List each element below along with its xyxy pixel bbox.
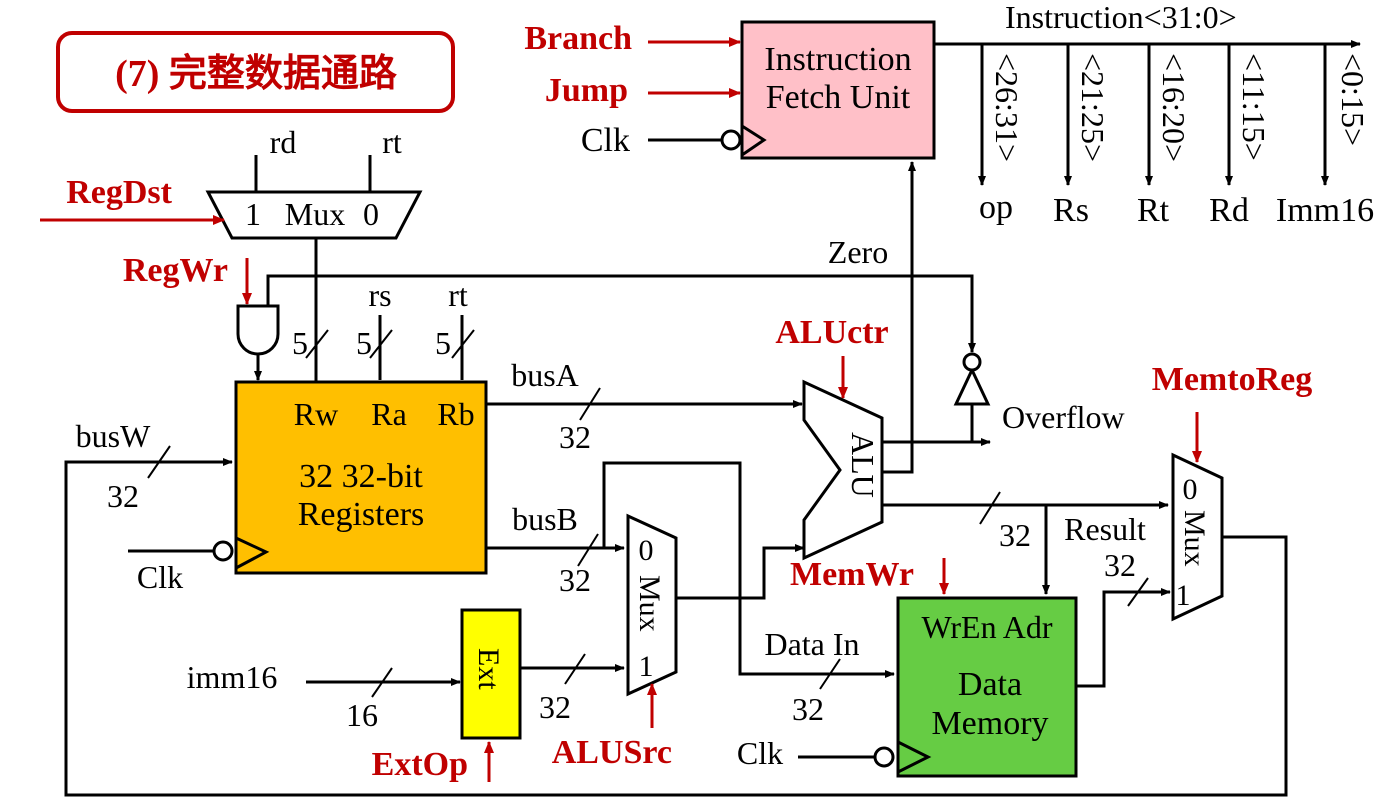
busb-label: busB — [512, 501, 578, 537]
busa-wire: busA 32 — [486, 357, 803, 455]
alu-label: ALU — [845, 432, 881, 498]
instruction-fetch-unit: Instruction Fetch Unit Clk — [581, 20, 936, 160]
ext-label: Ext — [472, 648, 505, 690]
regwr-signal: RegWr — [123, 252, 228, 289]
svg-text:0: 0 — [363, 196, 379, 232]
regfile-line2: Registers — [298, 496, 425, 533]
busw-width: 32 — [107, 478, 139, 514]
dmem-line1: Data — [958, 666, 1022, 703]
data-memory: WrEn Adr Data Memory Clk — [737, 596, 1078, 778]
ext-out-width: 32 — [539, 689, 571, 725]
regfile-rw: Rw — [294, 396, 338, 432]
jump-signal: Jump — [545, 72, 628, 109]
busa-width: 32 — [559, 419, 591, 455]
svg-text:1: 1 — [245, 196, 261, 232]
result-width: 32 — [999, 517, 1031, 553]
dmem-clock-triangle — [897, 740, 932, 774]
overflow-label: Overflow — [1002, 399, 1125, 435]
result-wire: 32 Result — [882, 491, 1169, 595]
result-label: Result — [1064, 511, 1146, 547]
busw-label: busW — [76, 418, 151, 454]
svg-text:1: 1 — [1176, 579, 1191, 612]
busw-wire: busW 32 — [64, 418, 1288, 797]
svg-text:5: 5 — [356, 325, 372, 361]
title-text: (7) 完整数据通路 — [115, 52, 398, 95]
regfile-rb: Rb — [437, 396, 474, 432]
regfile-clk-label: Clk — [137, 559, 183, 595]
instruction-bus-label: Instruction<31:0> — [1005, 0, 1237, 35]
rt-label-regfile: rt — [448, 277, 468, 313]
ext-unit: Ext imm16 16 32 — [187, 608, 625, 740]
ifu-clk-label: Clk — [581, 122, 630, 159]
dmem-ports: WrEn Adr — [921, 609, 1052, 645]
alusrc-signal: ALUSrc — [552, 734, 672, 771]
page-title: (7) 完整数据通路 — [56, 31, 455, 113]
ifu-label-line1: Instruction — [764, 41, 911, 78]
dmem-clk-label: Clk — [737, 735, 783, 771]
ifu-label-line2: Fetch Unit — [766, 79, 911, 116]
field-op: op — [979, 189, 1013, 226]
regfile-clock-triangle — [235, 536, 270, 570]
memwr-signal: MemWr — [790, 556, 914, 593]
field-range-rd: <11:15> — [1236, 53, 1272, 161]
data-in-width: 32 — [792, 691, 824, 727]
field-range-rs: <21:25> — [1075, 53, 1111, 162]
svg-text:5: 5 — [435, 325, 451, 361]
svg-text:0: 0 — [639, 534, 654, 567]
rd-label: rd — [270, 124, 297, 160]
regdst-signal: RegDst — [66, 174, 172, 211]
field-range-op: <26:31> — [989, 53, 1025, 162]
alu: ALU — [802, 379, 884, 561]
ifu-clock-bubble — [720, 129, 742, 151]
instruction-bus: Instruction<31:0> <26:31> <21:25> <16:20… — [934, 0, 1374, 229]
svg-text:Mux: Mux — [1178, 510, 1211, 567]
mem-out-width: 32 — [1104, 547, 1136, 583]
memtoreg-signal: MemtoReg — [1152, 361, 1312, 398]
memtoreg-mux: 0 Mux 1 — [1171, 452, 1224, 622]
field-range-rt: <16:20> — [1156, 53, 1192, 162]
svg-text:0: 0 — [1183, 473, 1198, 506]
field-rd: Rd — [1209, 192, 1249, 229]
extop-signal: ExtOp — [372, 746, 468, 783]
imm16-label: imm16 — [187, 659, 278, 695]
overflow-inverter — [953, 352, 991, 406]
svg-text:Mux: Mux — [285, 196, 345, 232]
field-rs: Rs — [1053, 192, 1089, 229]
ifu-clock-triangle — [741, 124, 767, 157]
zero-label: Zero — [828, 234, 888, 270]
rs-label: rs — [368, 277, 391, 313]
regwr-and-gate — [236, 304, 280, 381]
busb-wire: busB 32 — [486, 461, 895, 678]
alusrc-mux: 0 Mux 1 — [626, 513, 678, 697]
busa-label: busA — [511, 357, 579, 393]
register-file: Rw Ra Rb 32 32-bit Registers Clk — [128, 380, 488, 595]
aluctr-signal: ALUctr — [775, 314, 888, 351]
svg-text:5: 5 — [292, 325, 308, 361]
regfile-clock-bubble — [212, 540, 234, 562]
svg-text:Mux: Mux — [633, 575, 666, 632]
field-range-imm16: <0:15> — [1335, 53, 1371, 146]
regdst-mux: 1 Mux 0 rd rt — [205, 124, 423, 380]
rt-label: rt — [382, 124, 402, 160]
regfile-ra: Ra — [371, 396, 407, 432]
regfile-line1: 32 32-bit — [299, 458, 423, 495]
svg-text:1: 1 — [639, 650, 654, 683]
field-imm16: Imm16 — [1276, 192, 1374, 229]
busb-width: 32 — [559, 562, 591, 598]
dmem-line2: Memory — [931, 705, 1048, 742]
imm16-width: 16 — [346, 697, 378, 733]
branch-signal: Branch — [524, 20, 632, 57]
dmem-clock-bubble — [873, 746, 895, 768]
data-in-label: Data In — [764, 626, 859, 662]
field-rt: Rt — [1137, 192, 1170, 229]
